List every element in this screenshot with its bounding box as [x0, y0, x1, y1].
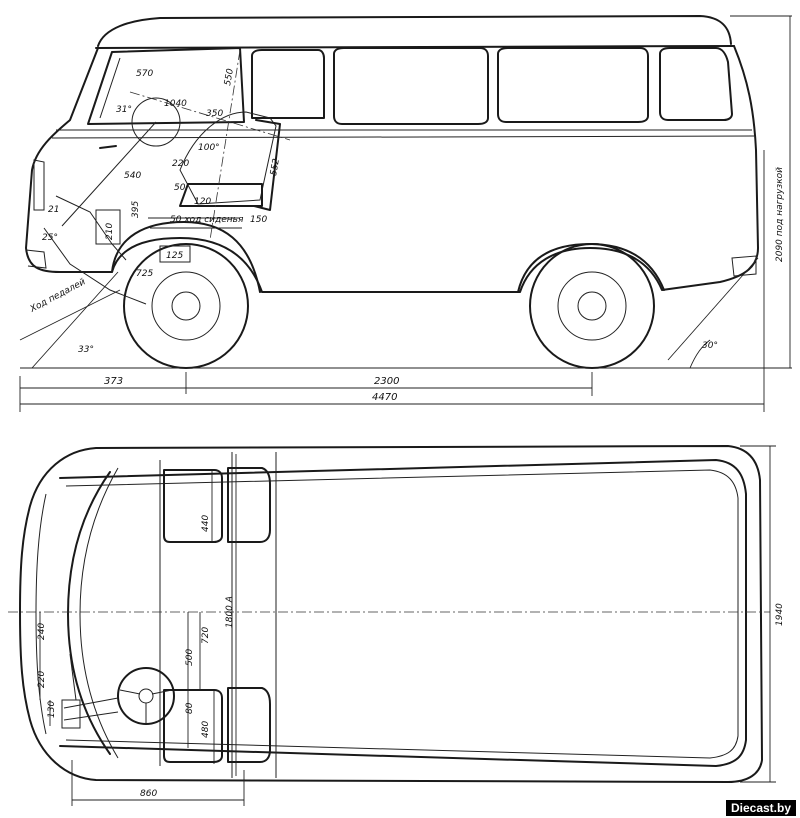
cab-label: 220 — [172, 159, 189, 169]
side-body — [25, 45, 759, 293]
cab-label: 31° — [116, 105, 132, 115]
cab-label: 570 — [136, 69, 153, 79]
side-view: 373 2300 4470 33° 30° 2090 под нагрузкой… — [19, 15, 792, 412]
dim-departure-angle: 30° — [702, 341, 718, 351]
cab-label: 1040 — [164, 99, 187, 109]
cab-label: 725 — [136, 269, 153, 279]
top-steering-wheel — [117, 667, 175, 725]
dim-wheelbase: 2300 — [374, 376, 399, 387]
dim-cab-width: 1800 A — [225, 596, 235, 628]
top-front-seat-right — [163, 467, 271, 543]
dim-front-overhang: 373 — [104, 376, 123, 387]
top-front-seat-left — [163, 687, 271, 763]
front-wheel — [123, 243, 249, 369]
side-window-1 — [251, 49, 325, 119]
top-body-outline — [19, 445, 763, 783]
cab-label: 125 — [166, 251, 183, 261]
top-windshield — [67, 471, 111, 755]
dim-80: 80 — [185, 702, 195, 714]
dim-500: 500 — [185, 649, 195, 666]
dim-130: 130 — [47, 701, 57, 718]
side-window-2 — [333, 47, 489, 125]
cab-label: 50 — [174, 183, 186, 193]
dim-480: 480 — [201, 721, 211, 738]
dim-width: 1940 — [775, 603, 785, 626]
dim-pedal-travel: Ход педалей — [28, 277, 88, 315]
cab-label: 210 — [105, 223, 115, 240]
dim-720: 720 — [201, 627, 211, 644]
dim-approach-angle: 33° — [78, 345, 94, 355]
cab-label: 21 — [48, 205, 59, 215]
watermark-logo: Diecast.by — [725, 800, 796, 816]
dim-220: 220 — [37, 671, 47, 688]
cab-label: 552 — [269, 158, 282, 177]
dim-240: 240 — [37, 623, 47, 640]
cab-label: 550 — [223, 68, 236, 87]
rear-wheel — [529, 243, 655, 369]
side-window-3 — [497, 47, 649, 123]
side-window-4 — [659, 47, 733, 121]
dim-pedal-angle: 25° — [42, 233, 58, 243]
cab-label: 540 — [124, 171, 141, 181]
dim-length: 4470 — [372, 392, 397, 403]
dim-seat-travel: 50 ход сиденья — [170, 215, 244, 225]
top-view: 440 1800 A 1940 720 500 240 220 130 480 … — [8, 445, 785, 806]
dim-height-note: 2090 под нагрузкой — [775, 167, 785, 262]
dim-front-to-seat: 860 — [140, 789, 157, 799]
cab-label: 395 — [131, 201, 141, 218]
cab-label: 100° — [198, 143, 220, 153]
dim-seat-depth: 440 — [201, 515, 211, 532]
cab-label: 120 — [194, 197, 211, 207]
cab-label: 150 — [250, 215, 267, 225]
side-roof — [97, 15, 732, 47]
cab-label: 350 — [206, 109, 223, 119]
